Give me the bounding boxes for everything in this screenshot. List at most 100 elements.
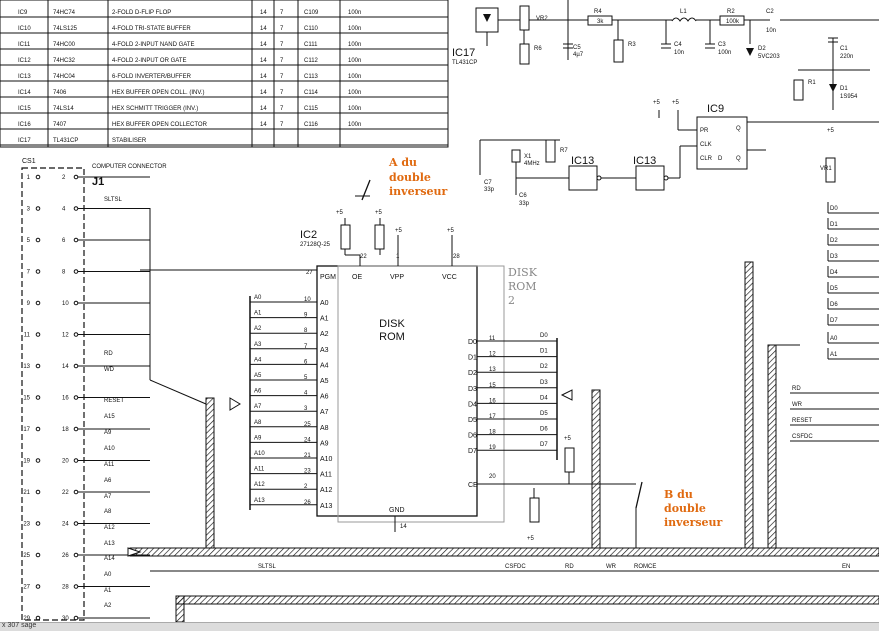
connector-pin-right: 22 [62, 490, 69, 496]
connector-signal: A8 [104, 509, 112, 515]
data-bus-label: D6 [540, 427, 548, 433]
table-cell-vcc: 14 [260, 90, 267, 96]
svg-text:+5: +5 [672, 100, 680, 106]
table-cell-ic: IC13 [18, 74, 31, 80]
svg-text:C6: C6 [519, 193, 527, 199]
svg-text:D2: D2 [758, 46, 766, 52]
svg-text:4µ7: 4µ7 [573, 52, 584, 58]
disk-rom-ic2: IC2 27128Q-25 DISK ROM PGM OE VPP VCC GN… [140, 229, 600, 532]
table-cell-ic: IC17 [18, 138, 31, 144]
rom-data-num: 15 [489, 383, 496, 389]
rom-num-28: 28 [453, 254, 460, 260]
table-cell-part: 74LS14 [53, 106, 74, 112]
svg-text:R4: R4 [594, 9, 602, 15]
bottom-signal-label: ROMCE [634, 564, 656, 570]
connector-pin-left: 3 [27, 207, 31, 213]
svg-text:4MHz: 4MHz [524, 161, 540, 167]
status-bar: x 307 sage [0, 622, 879, 631]
connector-pin-left: 13 [23, 364, 30, 370]
rom-addr-pin: A8 [320, 425, 329, 432]
right-signal-label: D2 [830, 238, 838, 244]
table-cell-gnd: 7 [280, 90, 284, 96]
svg-text:C5: C5 [573, 45, 581, 51]
rom-addr-pin: A13 [320, 503, 333, 510]
rom-data-num: 19 [489, 445, 496, 451]
connector-signal: A7 [104, 494, 112, 500]
address-bus-label: A8 [254, 420, 262, 426]
rom-addr-num: 25 [304, 422, 311, 428]
rom-addr-pin: A4 [320, 362, 329, 369]
svg-text:10n: 10n [766, 28, 776, 34]
table-cell-val: 100n [348, 42, 361, 48]
table-cell-gnd: 7 [280, 122, 284, 128]
rom-addr-pin: A2 [320, 331, 329, 338]
rom-data-num: 13 [489, 367, 496, 373]
svg-text:+5: +5 [395, 228, 403, 234]
right-signal-label: D0 [830, 206, 838, 212]
table-cell-vcc: 14 [260, 10, 267, 16]
svg-text:double: double [664, 502, 706, 515]
address-bus-label: A10 [254, 451, 265, 457]
disk-rom-2-label: DISK ROM 2 [508, 266, 538, 307]
svg-text:R6: R6 [534, 46, 542, 52]
table-cell-part: 74HC04 [53, 74, 76, 80]
table-cell-cap: C115 [304, 106, 319, 112]
table-cell-val: 100n [348, 90, 361, 96]
connector-name: J1 [92, 176, 104, 188]
svg-text:inverseur: inverseur [664, 516, 723, 529]
rom-addr-pin: A3 [320, 347, 329, 354]
rom-data-pin: D3 [468, 386, 477, 393]
connector-pin-left: 1 [27, 175, 31, 181]
connector-pin-right: 8 [62, 270, 66, 276]
rom-num-14: 14 [400, 524, 407, 530]
svg-text:X1: X1 [524, 154, 532, 160]
svg-text:3k: 3k [597, 19, 604, 25]
address-bus-label: A9 [254, 435, 262, 441]
table-cell-desc: 6-FOLD INVERTER/BUFFER [112, 74, 192, 80]
rom-data-pin: D7 [468, 448, 477, 455]
connector-signal: A12 [104, 525, 115, 531]
svg-text:TL431CP: TL431CP [452, 60, 477, 66]
connector-signal: A15 [104, 414, 115, 420]
rom-vpp: VPP [390, 274, 404, 281]
svg-text:+5: +5 [336, 210, 344, 216]
rom-addr-num: 5 [304, 375, 308, 381]
address-bus-label: A3 [254, 342, 262, 348]
annotation-a: A du double inverseur [388, 156, 448, 198]
connector-signal: A1 [104, 588, 112, 594]
rom-addr-pin: A12 [320, 487, 333, 494]
address-bus-label: A4 [254, 357, 262, 363]
svg-text:IC13: IC13 [571, 155, 594, 167]
table-cell-gnd: 7 [280, 26, 284, 32]
data-bus-label: D5 [540, 411, 548, 417]
bottom-signal-label: WR [606, 564, 617, 570]
address-bus-label: A5 [254, 373, 262, 379]
data-bus-label: D7 [540, 442, 548, 448]
rom-data-num: 16 [489, 398, 496, 404]
right-signal-label: RESET [792, 418, 812, 424]
rom-data-pin: D1 [468, 355, 477, 362]
right-signal-label: CSFDC [792, 434, 813, 440]
svg-text:Q: Q [736, 156, 741, 162]
connector-pin-right: 2 [62, 175, 66, 181]
rom-data-pin: D6 [468, 433, 477, 440]
rom-label-2: ROM [379, 331, 405, 343]
rom-data-num: 18 [489, 430, 496, 436]
rom-num-20: 20 [489, 474, 496, 480]
connector-signal: A0 [104, 572, 112, 578]
right-signal-label: D7 [830, 318, 838, 324]
rom-addr-num: 7 [304, 344, 308, 350]
rom-addr-num: 21 [304, 453, 311, 459]
rom-addr-num: 4 [304, 391, 308, 397]
connector-signal: A10 [104, 446, 115, 452]
main-bus [129, 547, 879, 557]
clock-circuit: IC9 PR CLK CLR Q Q D +5 +5 IC13 IC13 X1 … [479, 100, 879, 207]
rom-data-pin: D4 [468, 401, 477, 408]
rom-data-num: 12 [489, 352, 496, 358]
connector-pin-left: 17 [23, 427, 30, 433]
rom-addr-num: 26 [304, 500, 311, 506]
